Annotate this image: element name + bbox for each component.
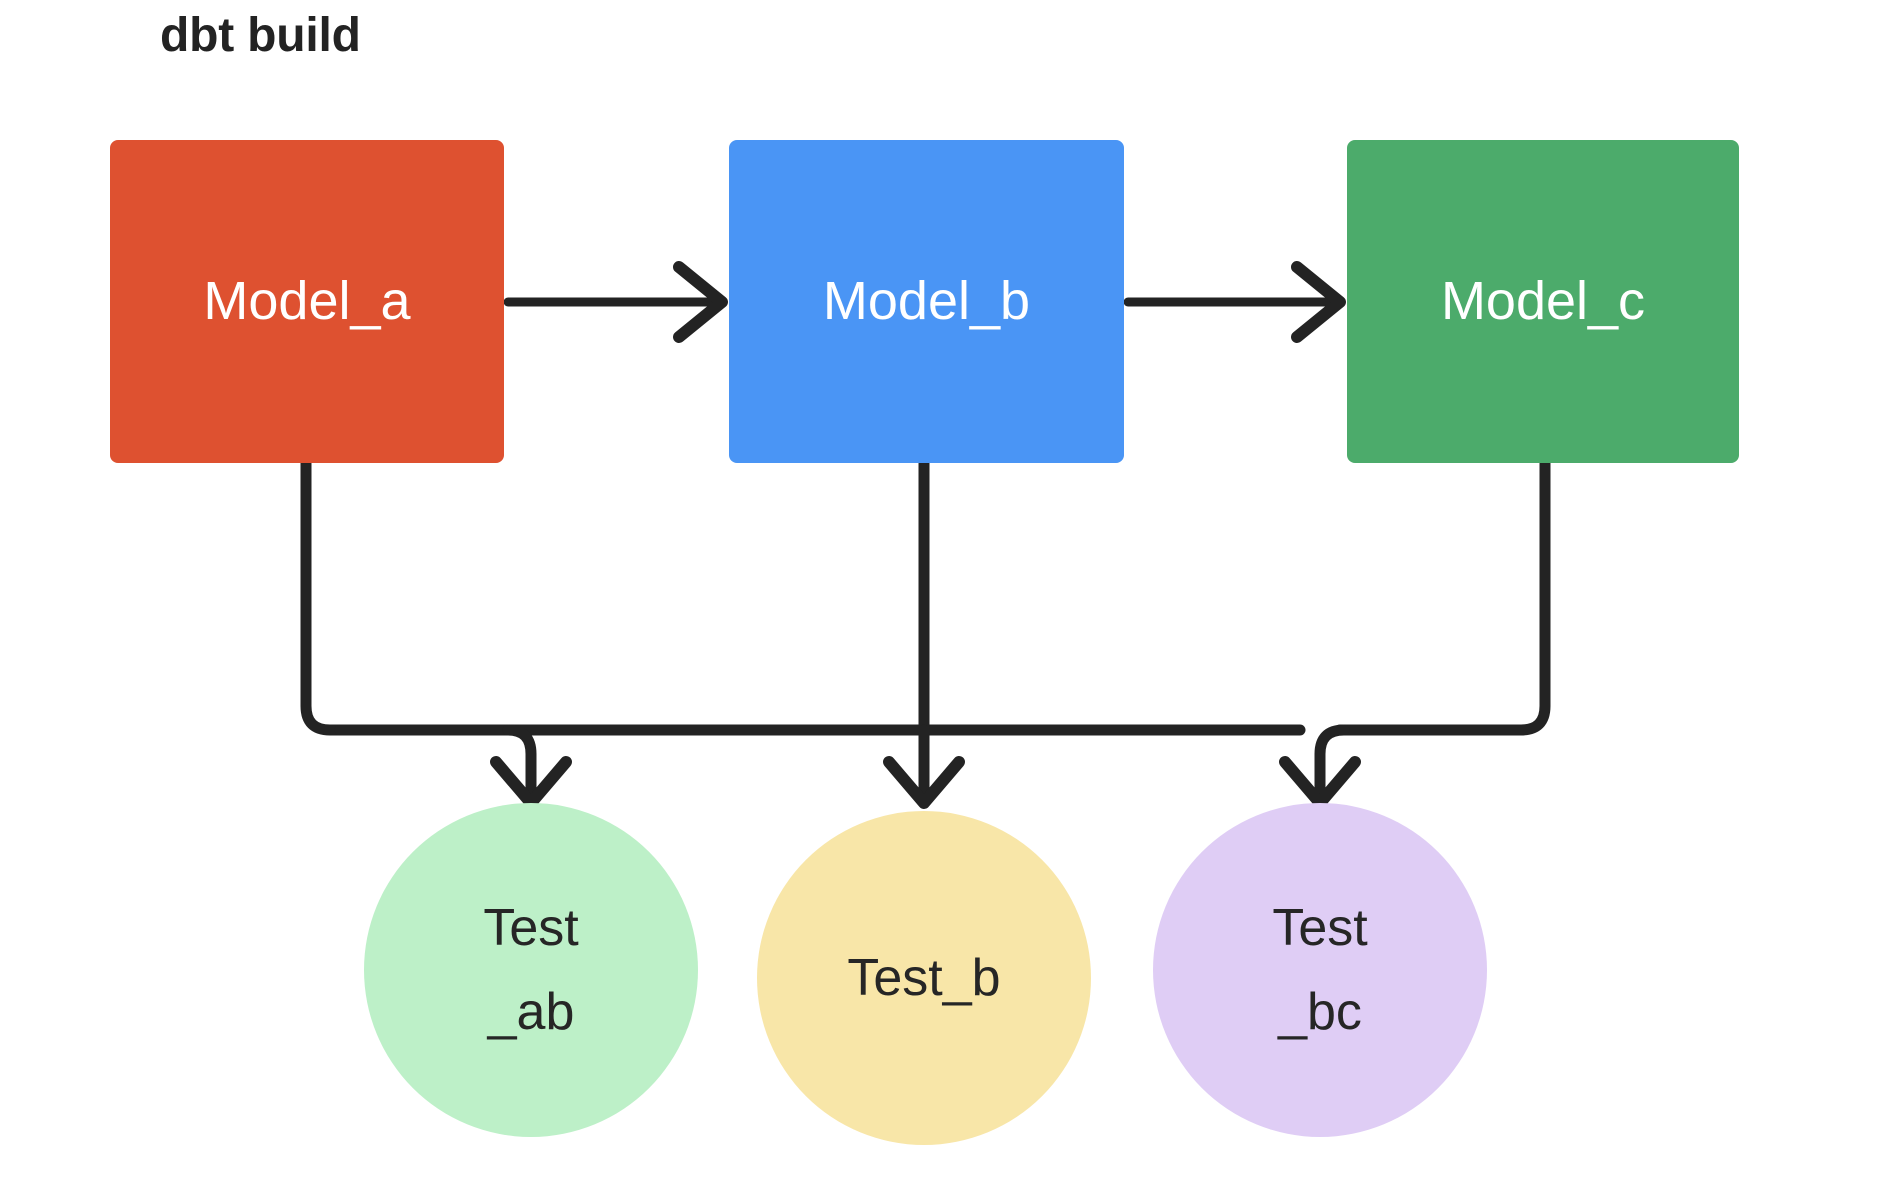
node-model-b[interactable]: Model_b: [729, 140, 1124, 463]
node-test-ab[interactable]: Test _ab: [364, 803, 698, 1137]
node-test-ab-label: Test _ab: [483, 898, 579, 1041]
node-model-a[interactable]: Model_a: [110, 140, 504, 463]
edge-to-test-b: [883, 724, 965, 809]
node-test-b[interactable]: Test_b: [757, 811, 1091, 1145]
edge-model-c-down: [1334, 457, 1551, 736]
node-test-b-label: Test_b: [847, 948, 1001, 1007]
edge-model-a-to-model-b: [503, 261, 728, 343]
node-test-bc-label: Test _bc: [1272, 898, 1368, 1041]
node-model-c[interactable]: Model_c: [1347, 140, 1739, 463]
edge-model-b-down: [334, 457, 1306, 736]
edge-model-b-to-model-c: [1123, 261, 1346, 343]
edge-to-test-ab: [490, 724, 572, 809]
node-model-a-label: Model_a: [203, 270, 411, 331]
edge-model-a-down: [300, 457, 518, 736]
node-model-c-label: Model_c: [1440, 270, 1646, 331]
edge-to-test-bc: [1279, 724, 1361, 809]
node-test-bc[interactable]: Test _bc: [1153, 803, 1487, 1137]
node-model-b-label: Model_b: [822, 270, 1031, 331]
page-title: dbt build: [160, 9, 361, 62]
